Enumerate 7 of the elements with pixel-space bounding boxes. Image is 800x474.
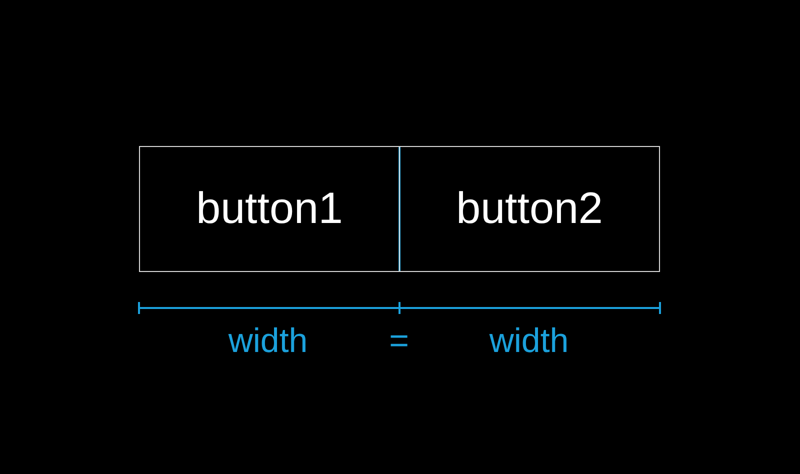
button-label: button2 [456,184,603,234]
button-box [399,146,660,272]
equals-sign: = [389,322,409,361]
button-box [139,146,400,272]
button-label: button1 [196,184,343,234]
dimension-label: width [489,322,569,361]
dimension-label: width [228,322,308,361]
